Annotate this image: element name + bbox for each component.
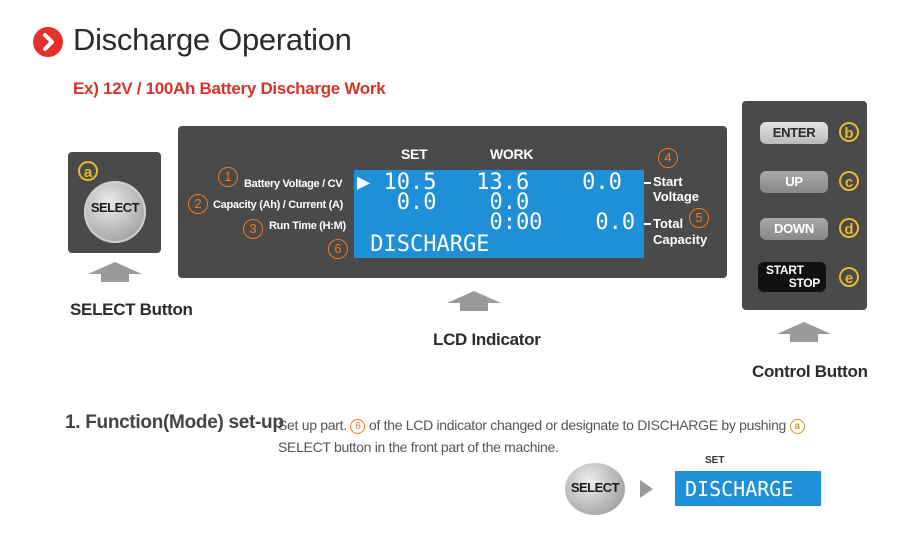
badge-a-inline: a: [789, 419, 805, 434]
select-button[interactable]: [84, 181, 146, 243]
lcd-col-work: WORK: [490, 146, 534, 162]
arrow-right-icon: [640, 480, 653, 498]
lcd-caption: LCD Indicator: [433, 330, 541, 349]
badge-d: d: [839, 218, 859, 238]
connector-start-voltage: [644, 182, 651, 184]
label-capacity-current: Capacity (Ah) / Current (A): [213, 199, 344, 211]
arrow-up-icon: [88, 262, 142, 274]
number-1: 1: [218, 167, 238, 187]
label-total-capacity-2: Capacity: [653, 232, 708, 247]
setup-text-1: Set up part.: [278, 417, 347, 433]
number-6-inline: 6: [350, 419, 366, 434]
lcd-col-set: SET: [401, 146, 428, 162]
start-stop-button[interactable]: START STOP: [758, 262, 826, 292]
label-total-capacity-1: Total: [653, 216, 684, 231]
badge-c: c: [839, 171, 859, 191]
lcd-row-1: ▶ 10.5 13.6 0.0: [357, 170, 622, 195]
label-start-voltage-1: Start: [653, 174, 683, 189]
number-3: 3: [243, 219, 263, 239]
page-title: Discharge Operation: [73, 22, 352, 57]
label-run-time: Run Time (H:M): [269, 220, 346, 232]
control-caption: Control Button: [752, 362, 868, 381]
number-6: 6: [328, 239, 348, 259]
start-label: START: [766, 263, 804, 277]
number-4: 4: [658, 148, 678, 168]
badge-a: a: [78, 161, 98, 181]
badge-b: b: [839, 122, 859, 142]
setup-text: Set up part. 6 of the LCD indicator chan…: [278, 414, 858, 458]
number-2: 2: [188, 194, 208, 214]
arrow-stem: [790, 334, 818, 342]
number-5: 5: [689, 208, 709, 228]
page-subtitle: Ex) 12V / 100Ah Battery Discharge Work: [73, 79, 386, 98]
badge-e: e: [839, 267, 859, 287]
arrow-up-icon: [447, 291, 501, 303]
arrow-up-icon: [777, 322, 831, 334]
up-button[interactable]: UP: [760, 171, 828, 193]
down-button[interactable]: DOWN: [760, 218, 828, 240]
connector-total-capacity: [644, 223, 651, 225]
lcd-row-3: 0:00 0.0: [357, 210, 636, 235]
lcd-screen: [354, 170, 644, 258]
lcd-row-4: DISCHARGE: [357, 232, 490, 257]
lcd-row-2: 0.0 0.0: [357, 190, 530, 215]
stop-label: STOP: [788, 276, 821, 290]
select-button-label: SELECT: [90, 200, 140, 215]
arrow-stem: [460, 303, 488, 311]
example-lcd-text: DISCHARGE: [685, 477, 794, 501]
setup-text-3: SELECT button in the front part of the m…: [278, 439, 559, 455]
arrow-stem: [101, 274, 129, 282]
example-select-button: [565, 463, 625, 515]
select-caption: SELECT Button: [70, 300, 193, 319]
enter-button[interactable]: ENTER: [760, 122, 828, 144]
label-start-voltage-2: Voltage: [653, 189, 699, 204]
label-battery-voltage: Battery Voltage / CV: [244, 178, 343, 190]
setup-heading: 1. Function(Mode) set-up: [65, 412, 284, 433]
example-set-label: SET: [705, 455, 725, 466]
setup-text-2: of the LCD indicator changed or designat…: [368, 417, 787, 433]
chevron-right-icon: [33, 27, 63, 57]
example-select-label: SELECT: [570, 480, 620, 495]
example-lcd: DISCHARGE: [675, 471, 821, 506]
